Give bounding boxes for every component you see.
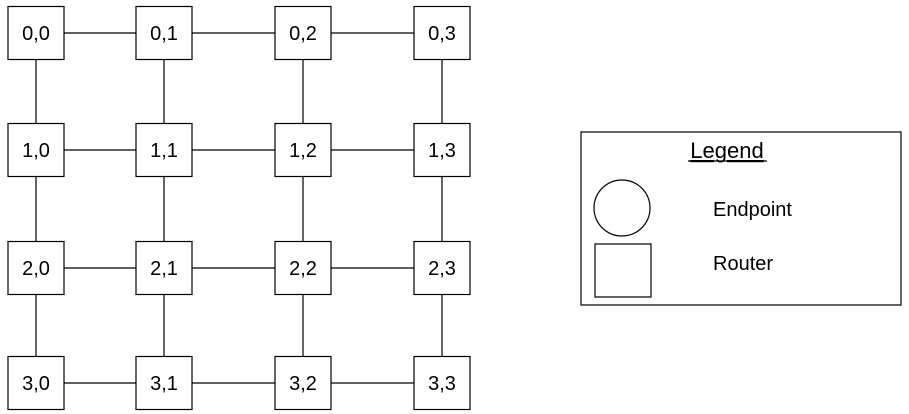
router-label: 0,2 [289,23,317,45]
router-label: 2,0 [22,258,50,280]
router-legend-icon [594,243,652,298]
router-node-2-0: 2,0 [7,240,65,296]
router-box [135,355,193,411]
router-label: 2,2 [289,258,317,280]
router-box [274,355,332,411]
router-node-1-0: 1,0 [7,122,65,178]
router-box [7,240,65,296]
router-node-1-2: 1,2 [274,122,332,178]
router-box [7,355,65,411]
router-label: 2,3 [428,258,456,280]
router-label: 1,3 [428,140,456,162]
router-box [413,5,471,61]
mesh-routers: 0,0 0,1 0,2 0,3 1,0 1,1 1,2 1,3 2,0 2,1 2,2 2,3 3,0 3… [7,5,471,411]
router-box [135,5,193,61]
router-label: 1,0 [22,140,50,162]
router-box [7,5,65,61]
router-label: 3,3 [428,373,456,395]
router-label: 0,1 [150,23,178,45]
endpoint-legend-icon [593,179,651,237]
legend-item-router-label: Router [713,253,773,275]
router-node-0-0: 0,0 [7,5,65,61]
router-node-2-3: 2,3 [413,240,471,296]
router-node-3-0: 3,0 [7,355,65,411]
router-label: 3,1 [150,373,178,395]
router-box [413,240,471,296]
router-box [413,355,471,411]
router-box [135,122,193,178]
router-node-0-2: 0,2 [274,5,332,61]
router-box [7,122,65,178]
router-node-1-3: 1,3 [413,122,471,178]
router-box [413,122,471,178]
mesh-links [35,32,443,384]
router-label: 0,3 [428,23,456,45]
router-node-0-1: 0,1 [135,5,193,61]
router-box [274,240,332,296]
router-box [274,122,332,178]
router-node-0-3: 0,3 [413,5,471,61]
router-node-3-2: 3,2 [274,355,332,411]
router-box [274,5,332,61]
router-label: 3,2 [289,373,317,395]
router-node-3-3: 3,3 [413,355,471,411]
router-label: 1,1 [150,140,178,162]
router-label: 3,0 [22,373,50,395]
legend: Legend Endpoint Router [580,131,902,306]
router-node-1-1: 1,1 [135,122,193,178]
router-label: 2,1 [150,258,178,280]
router-label: 1,2 [289,140,317,162]
legend-item-endpoint-label: Endpoint [713,199,792,221]
router-node-3-1: 3,1 [135,355,193,411]
legend-title: Legend [690,138,763,163]
router-node-2-2: 2,2 [274,240,332,296]
router-label: 0,0 [22,23,50,45]
router-node-2-1: 2,1 [135,240,193,296]
router-box [135,240,193,296]
